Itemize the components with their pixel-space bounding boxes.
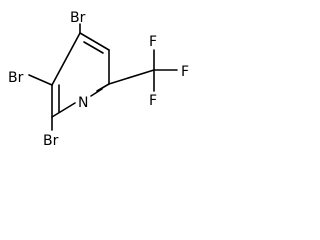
- fluorine-top-label: F: [149, 34, 157, 50]
- double-bond-inner-c4-c5: [83, 41, 104, 54]
- bromine-bottom-label: Br: [43, 133, 59, 149]
- chemical-structure-diagram: Br Br Br N F F F: [8, 10, 189, 149]
- ring-bond-n1-c2: [51, 102, 76, 118]
- ring-bond-c3-c4: [51, 32, 81, 86]
- ring-bond-c4-c5: [79, 32, 110, 51]
- bond-c3-br: [28, 74, 53, 86]
- fluorine-right-label: F: [181, 64, 189, 80]
- fluorine-bottom-label: F: [149, 93, 157, 109]
- ring-bond-c6-n1: [96, 83, 110, 92]
- nitrogen-label: N: [78, 95, 88, 111]
- bromine-middle-label: Br: [8, 70, 24, 86]
- bond-c6-cf3: [108, 69, 155, 85]
- double-bond-inner-c6-n1: [90, 88, 103, 97]
- bromine-top-label: Br: [70, 10, 86, 26]
